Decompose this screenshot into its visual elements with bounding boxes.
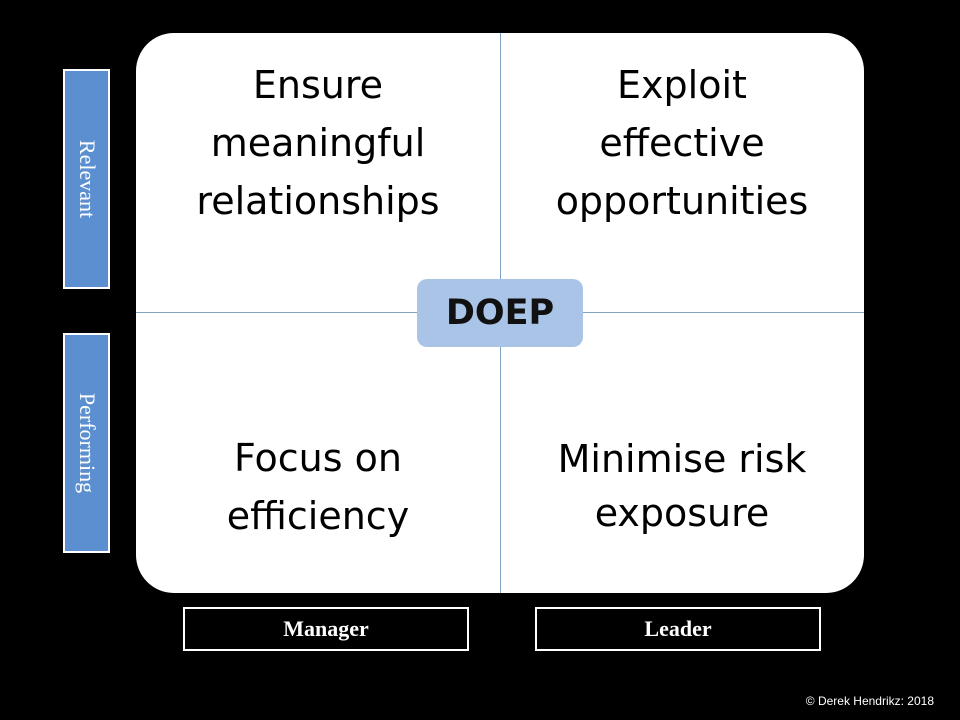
quadrant-bottom-left: Focus on efficiency bbox=[226, 436, 410, 538]
relevant-axis-label: Relevant bbox=[63, 69, 110, 289]
performing-label-text: Performing bbox=[74, 392, 100, 494]
quadrant-bottom-right: Minimise risk exposure bbox=[557, 437, 807, 535]
quadrant-matrix: Ensure meaningful relationships Exploit … bbox=[136, 33, 864, 593]
leader-axis-label: Leader bbox=[535, 607, 821, 651]
copyright-notice: © Derek Hendrikz: 2018 bbox=[805, 694, 934, 708]
quadrant-top-left: Ensure meaningful relationships bbox=[196, 63, 440, 223]
performing-axis-label: Performing bbox=[63, 333, 110, 553]
quadrant-top-right: Exploit effective opportunities bbox=[555, 63, 809, 223]
manager-axis-label: Manager bbox=[183, 607, 469, 651]
center-badge: DOEP bbox=[417, 279, 583, 347]
relevant-label-text: Relevant bbox=[74, 139, 100, 219]
